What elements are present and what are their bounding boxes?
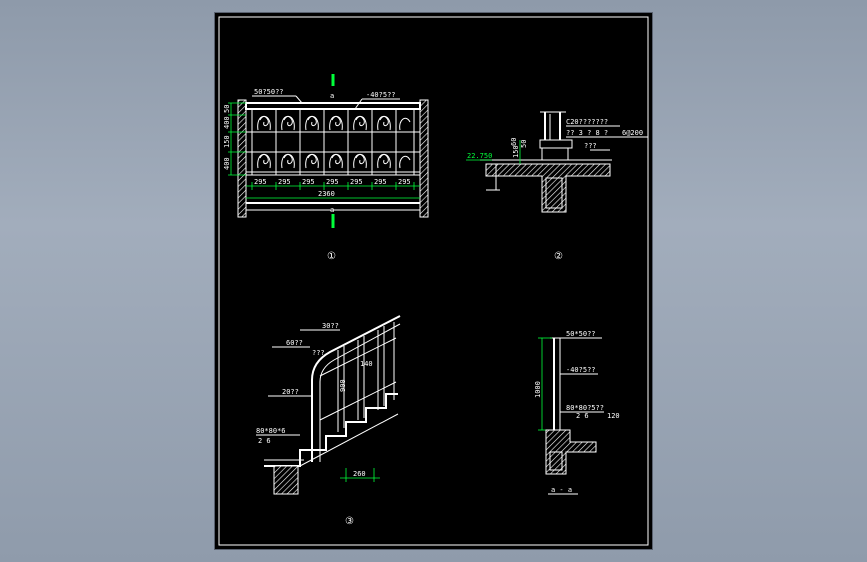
- detail-2-label: ②: [554, 251, 563, 262]
- dim-140: 140: [360, 360, 373, 368]
- railing-posts: [251, 109, 415, 175]
- bay-dim-2: 295: [278, 178, 291, 186]
- section-footing: [545, 429, 597, 475]
- section-marker-bottom-label: a: [330, 206, 334, 214]
- detail-3-label: ③: [345, 516, 354, 527]
- dim-900: 900: [339, 379, 347, 392]
- section-note-plate: 80*80?5??: [566, 404, 604, 412]
- bay-dim-4: 295: [326, 178, 339, 186]
- section-dim-120: 120: [607, 412, 620, 420]
- dim-150: 150: [512, 145, 520, 158]
- beam-core: [545, 177, 563, 209]
- section-label: a - a: [551, 486, 572, 494]
- scroll-ornaments: [257, 115, 411, 169]
- dim-v-2: 150: [223, 135, 231, 148]
- dim-v-3: 400: [223, 116, 231, 129]
- note-20: 20??: [282, 388, 299, 396]
- section-note-bar: -40?5??: [566, 366, 596, 374]
- sheet-border: [218, 16, 649, 546]
- section-note-anchor: 2 6: [576, 412, 589, 420]
- note-60: 60??: [286, 339, 303, 347]
- handrail-note: 50?50??: [254, 88, 284, 96]
- note-plate: 80*80*6: [256, 427, 286, 435]
- detail-2-anchorage: C20??????? ?? 3 ? 8 ? 6@200 ??? 22.750 1…: [466, 111, 648, 262]
- right-wall: [419, 99, 429, 218]
- detail-1-railing-elevation: a a 50?50?? -40?5?? 400 150 400 50: [223, 74, 429, 262]
- note-plain: ???: [584, 142, 597, 150]
- detail-3-stair-railing: 30?? 60?? ??? 20?? 900 140 80*80*6 2 6 2…: [256, 315, 401, 527]
- dim-v-4: 50: [223, 105, 231, 113]
- section-note-top: 50*50??: [566, 330, 596, 338]
- dim-50: 50: [520, 140, 528, 148]
- elevation-label: 22.750: [467, 152, 492, 160]
- dim-v-1: 400: [223, 157, 231, 170]
- left-wall: [237, 99, 247, 218]
- dim-1000: 1000: [534, 381, 542, 398]
- stair-steps: [264, 393, 398, 467]
- bay-dim-1: 295: [254, 178, 267, 186]
- total-dim: 2360: [318, 190, 335, 198]
- bay-dim-3: 295: [302, 178, 315, 186]
- note-concrete: C20???????: [566, 118, 608, 126]
- detail-1-label: ①: [327, 251, 336, 262]
- curb: [541, 147, 569, 161]
- bay-dim-6: 295: [374, 178, 387, 186]
- slab-hatch: [485, 163, 611, 213]
- section-aa: 1000 50*50?? -40?5?? 80*80?5?? 2 6 120 a…: [534, 330, 620, 495]
- note-rebar: ?? 3 ? 8 ?: [566, 129, 608, 137]
- stair-handrail: [311, 315, 401, 462]
- note-30: 30??: [322, 322, 339, 330]
- note-anchor: 2 6: [258, 437, 271, 445]
- bay-dim-5: 295: [350, 178, 363, 186]
- dim-60: 60: [510, 138, 518, 146]
- stair-footing: [273, 465, 299, 495]
- bay-dim-ticks: [251, 182, 415, 190]
- base-plate: [539, 139, 573, 149]
- bay-dim-7: 295: [398, 178, 411, 186]
- section-marker-top-label: a: [330, 92, 334, 100]
- dim-260: 260: [353, 470, 366, 478]
- note-spacing: 6@200: [622, 129, 643, 137]
- stair-balusters: [319, 322, 397, 432]
- note-q: ???: [312, 349, 325, 357]
- handrail: [245, 102, 421, 110]
- bar-note: -40?5??: [366, 91, 396, 99]
